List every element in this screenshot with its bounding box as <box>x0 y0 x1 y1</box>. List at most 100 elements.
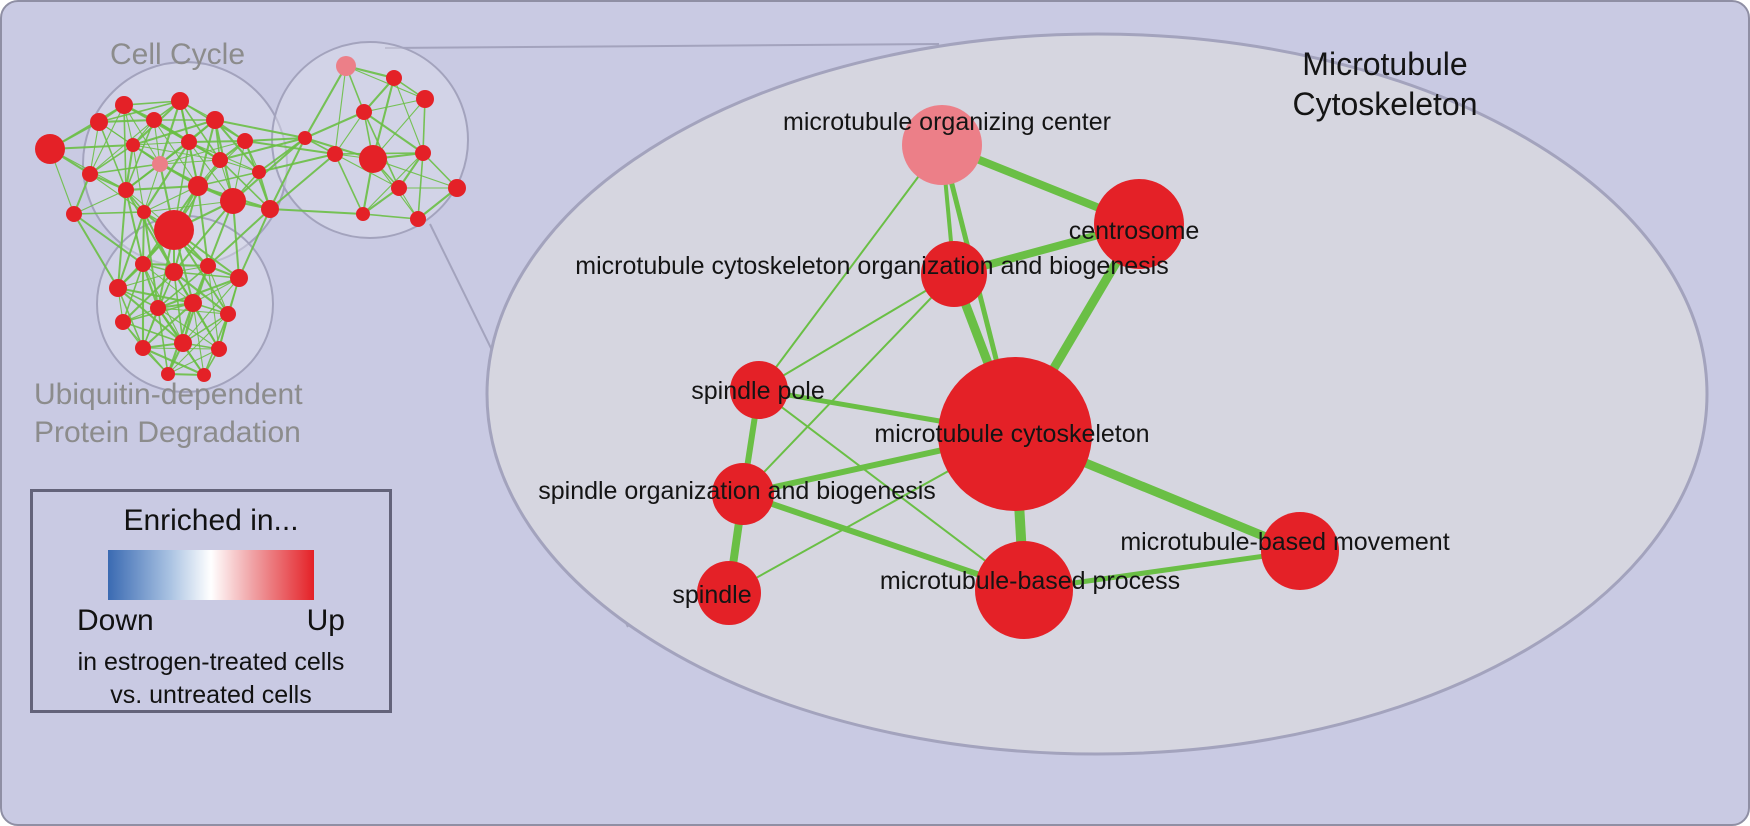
overview-edge <box>143 200 234 213</box>
overview-edge <box>167 348 220 375</box>
overview-node <box>90 113 108 131</box>
overview-edge <box>157 307 220 350</box>
overview-edge <box>122 271 175 323</box>
node-label-spindle: spindle <box>672 581 751 609</box>
overview-node <box>184 294 202 312</box>
legend-up-label: Up <box>306 604 345 637</box>
edge-moc-spindle_pole <box>758 144 943 391</box>
overview-node <box>126 138 140 152</box>
overview-node <box>410 211 426 227</box>
cluster-label-ubiquitin-line2: Protein Degradation <box>34 415 301 449</box>
overview-edge <box>125 184 199 192</box>
overview-node <box>174 334 192 352</box>
overview-node <box>336 56 356 76</box>
overview-edge <box>372 158 458 189</box>
overview-edge <box>214 119 306 139</box>
overview-edge <box>258 153 336 173</box>
overview-edge <box>143 163 161 213</box>
overview-node <box>200 258 216 274</box>
overview-node <box>220 188 246 214</box>
overview-edge <box>269 208 364 215</box>
overview-edge <box>73 211 145 215</box>
overview-node <box>152 156 168 172</box>
overview-edge <box>123 104 127 191</box>
overview-edge <box>122 263 144 323</box>
overview-edge <box>125 189 144 265</box>
overview-edge <box>123 100 181 106</box>
overview-node <box>448 179 466 197</box>
overview-node <box>35 134 65 164</box>
overview-edge <box>304 65 347 139</box>
overview-edge <box>122 321 184 344</box>
overview-node <box>220 306 236 322</box>
node-mt_cyto <box>938 357 1092 511</box>
overview-node <box>327 146 343 162</box>
overview-edge <box>238 208 271 279</box>
node-label-centrosome: centrosome <box>1069 217 1200 245</box>
node-label-mco: microtubule cytoskeleton organization an… <box>575 252 1168 280</box>
overview-node <box>356 207 370 221</box>
overview-edge <box>159 140 246 165</box>
overview-node <box>154 210 194 250</box>
overview-node <box>165 263 183 281</box>
overview-node <box>261 200 279 218</box>
overview-node <box>252 165 266 179</box>
overview-edge <box>173 271 240 279</box>
overview-edge <box>143 211 159 309</box>
overview-node <box>150 300 166 316</box>
legend-caption-line1: in estrogen-treated cells <box>77 648 345 676</box>
node-label-moc: microtubule organizing center <box>783 108 1111 136</box>
node-spindle <box>697 561 761 625</box>
overview-edge <box>132 141 190 146</box>
overview-edge <box>125 189 175 273</box>
overview-edge <box>269 137 306 210</box>
overview-edge <box>362 213 419 220</box>
overview-node <box>135 340 151 356</box>
overview-node <box>230 269 248 287</box>
overview-edge <box>142 211 145 265</box>
overview-edge <box>157 265 209 309</box>
overview-edge <box>117 287 184 344</box>
overview-edge <box>173 200 234 273</box>
cluster-label-cell-cycle: Cell Cycle <box>110 38 246 71</box>
overview-edge <box>117 211 145 289</box>
overview-edge <box>89 119 155 175</box>
overview-edge <box>219 159 271 210</box>
overview-node <box>206 111 224 129</box>
node-label-mbm: microtubule-based movement <box>1120 528 1449 556</box>
overview-edge <box>179 100 221 161</box>
legend-title: Enriched in... <box>123 504 299 537</box>
overview-edge <box>244 137 306 142</box>
overview-node <box>66 206 82 222</box>
overview-edge <box>157 277 240 309</box>
overview-edge <box>153 119 199 187</box>
overview-node <box>415 145 431 161</box>
node-spindle_org <box>712 463 774 525</box>
cluster-label-microtubule-line2: Cytoskeleton <box>1292 86 1478 122</box>
overview-edge <box>73 189 127 215</box>
enrichment-legend: Enriched in... Down Up in estrogen-treat… <box>30 489 392 713</box>
overview-edge <box>345 65 426 100</box>
overview-edge <box>417 152 424 220</box>
overview-edge <box>393 77 424 154</box>
node-label-spindle_org: spindle organization and biogenesis <box>538 477 936 505</box>
overview-node <box>212 152 228 168</box>
legend-down-label: Down <box>77 604 154 637</box>
overview-node <box>197 368 211 382</box>
overview-node <box>171 92 189 110</box>
overview-node <box>188 176 208 196</box>
overview-edge <box>334 111 365 155</box>
cluster-label-microtubule-cytoskeleton: Microtubule Cytoskeleton <box>1260 44 1510 124</box>
overview-node <box>391 180 407 196</box>
overview-edge <box>258 137 306 173</box>
overview-edge <box>73 213 119 289</box>
overview-node <box>416 90 434 108</box>
legend-caption-line2: vs. untreated cells <box>110 680 312 709</box>
overview-edge <box>334 65 347 155</box>
overview-node <box>237 133 253 149</box>
overview-edge <box>142 263 194 304</box>
overview-edge <box>244 140 336 155</box>
overview-node <box>359 145 387 173</box>
overview-edge <box>132 144 145 213</box>
overview-edge <box>157 307 169 375</box>
